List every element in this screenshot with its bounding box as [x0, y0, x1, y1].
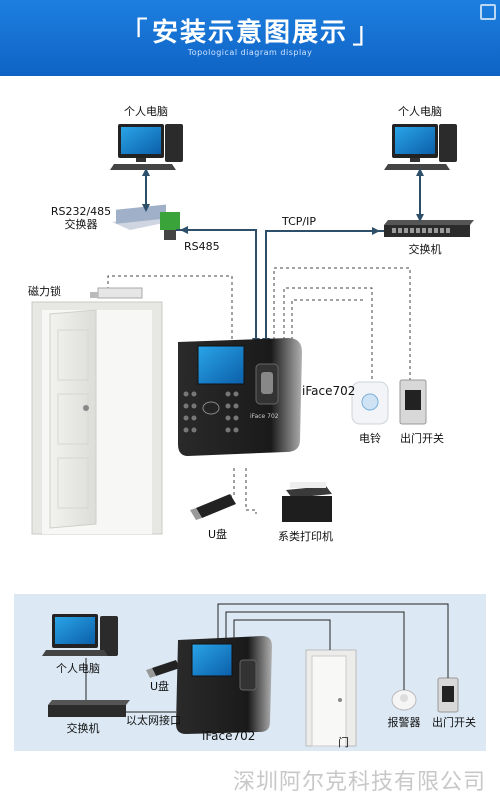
pc-left-label: 个人电脑 — [124, 105, 168, 118]
header-banner: 「 安装示意图展示 」 Topological diagram display — [0, 0, 500, 76]
bottom-usb-icon — [146, 660, 180, 678]
converter-label-line1: RS232/485 — [50, 205, 112, 218]
iface702-device-icon: iFace 702 — [178, 338, 302, 456]
page-subtitle: Topological diagram display — [187, 48, 313, 57]
bottom-ethernet-label: 以太网接口 — [126, 714, 181, 727]
bottom-switch-label: 交换机 — [66, 722, 100, 735]
rs485-label: RS485 — [184, 240, 220, 253]
bottom-exit-switch-label: 出门开关 — [432, 716, 476, 729]
door-icon — [31, 301, 163, 535]
usb-drive-icon — [190, 494, 236, 520]
magnetic-lock-icon — [90, 287, 143, 299]
exit-switch-icon — [399, 379, 427, 425]
switch-top-label: 交换机 — [408, 243, 442, 256]
doorbell-icon — [351, 381, 389, 425]
right-bracket: 」 — [352, 16, 382, 51]
bottom-door-label: 门 — [338, 736, 349, 749]
page-title: 安装示意图展示 — [151, 18, 348, 48]
network-lines — [145, 172, 421, 342]
bottom-device-label: iFace702 — [202, 729, 256, 743]
company-watermark: 深圳阿尔克科技有限公司 — [232, 770, 486, 795]
bottom-pc-icon — [42, 614, 118, 656]
bottom-pc-label: 个人电脑 — [56, 662, 100, 675]
device-label: iFace702 — [302, 384, 356, 398]
dashed-wires — [107, 267, 411, 514]
bottom-wires — [85, 603, 449, 713]
arrow-heads — [142, 168, 424, 346]
converter-label-line2: 交换器 — [64, 218, 98, 231]
usb-label: U盘 — [208, 528, 228, 541]
corner-icon — [480, 4, 496, 20]
exit-switch-label: 出门开关 — [400, 432, 444, 445]
pc-right-icon — [384, 124, 457, 170]
bottom-switch-icon — [48, 700, 130, 717]
switch-top-icon — [384, 220, 474, 237]
bottom-door-icon — [305, 649, 357, 747]
pc-left-icon — [110, 124, 183, 170]
bottom-alarm-icon — [391, 689, 417, 711]
bottom-device-icon — [176, 636, 272, 734]
doorbell-label: 电铃 — [359, 432, 381, 445]
device-brand-text: iFace 702 — [250, 413, 279, 420]
printer-label: 系类打印机 — [278, 530, 333, 543]
bottom-exit-switch-icon — [437, 677, 459, 713]
rs232-converter-icon — [112, 204, 180, 240]
magnetic-lock-label: 磁力锁 — [28, 285, 61, 298]
tcpip-label: TCP/IP — [282, 215, 316, 228]
pc-right-label: 个人电脑 — [398, 105, 442, 118]
bottom-alarm-label: 报警器 — [387, 716, 421, 729]
bottom-usb-label: U盘 — [150, 680, 170, 693]
left-bracket: 「 — [118, 16, 148, 51]
printer-icon — [282, 482, 332, 522]
